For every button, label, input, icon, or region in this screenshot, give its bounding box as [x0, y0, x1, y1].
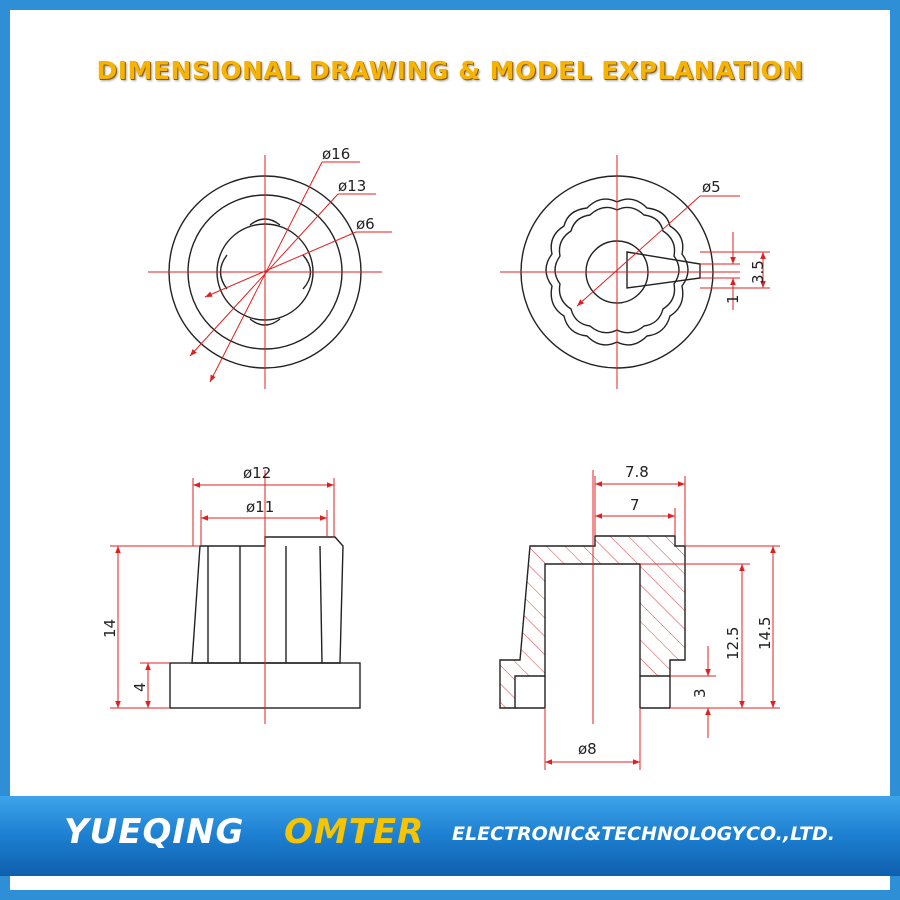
footer-strip — [10, 876, 890, 890]
company-banner: YUEQING OMTER ELECTRONIC&TECHNOLOGY CO.,… — [0, 796, 900, 876]
company-name-omter: OMTER — [284, 812, 425, 852]
dim-1-label: 1 — [724, 294, 742, 304]
side-view: ø12 ø11 14 4 — [101, 464, 361, 724]
dim-d16-label: ø16 — [322, 145, 350, 163]
dim-12-5-label: 12.5 — [724, 627, 742, 660]
front-view-circles: ø16 ø13 ø6 — [148, 145, 392, 389]
dim-d6-label: ø6 — [356, 215, 375, 233]
dim-7-label: 7 — [630, 496, 640, 514]
top-view-knurled: ø5 3.5 1 — [500, 155, 770, 389]
dim-d11-label: ø11 — [246, 498, 274, 516]
dim-4-label: 4 — [131, 682, 149, 692]
dim-d5-label: ø5 — [702, 178, 721, 196]
dim-d13-label: ø13 — [338, 177, 366, 195]
company-name-yueqing: YUEQING — [64, 812, 245, 852]
dim-7-8-label: 7.8 — [625, 463, 649, 481]
dim-3-label: 3 — [691, 688, 709, 698]
pointer-indicator — [626, 251, 701, 289]
dim-14-label: 14 — [101, 619, 119, 638]
section-view: 7.8 7 12.5 14.5 3 ø8 — [499, 463, 780, 770]
dim-14-5-label: 14.5 — [756, 617, 774, 650]
company-name-electronic: ELECTRONIC&TECHNOLOGY — [452, 823, 746, 845]
dim-d12-label: ø12 — [243, 464, 271, 482]
page-title: DIMENSIONAL DRAWING & MODEL EXPLANATION — [96, 56, 804, 85]
dim-d8-label: ø8 — [578, 740, 597, 758]
company-name-ltd: CO.,LTD. — [746, 823, 836, 845]
dim-3-5-label: 3.5 — [749, 260, 767, 284]
